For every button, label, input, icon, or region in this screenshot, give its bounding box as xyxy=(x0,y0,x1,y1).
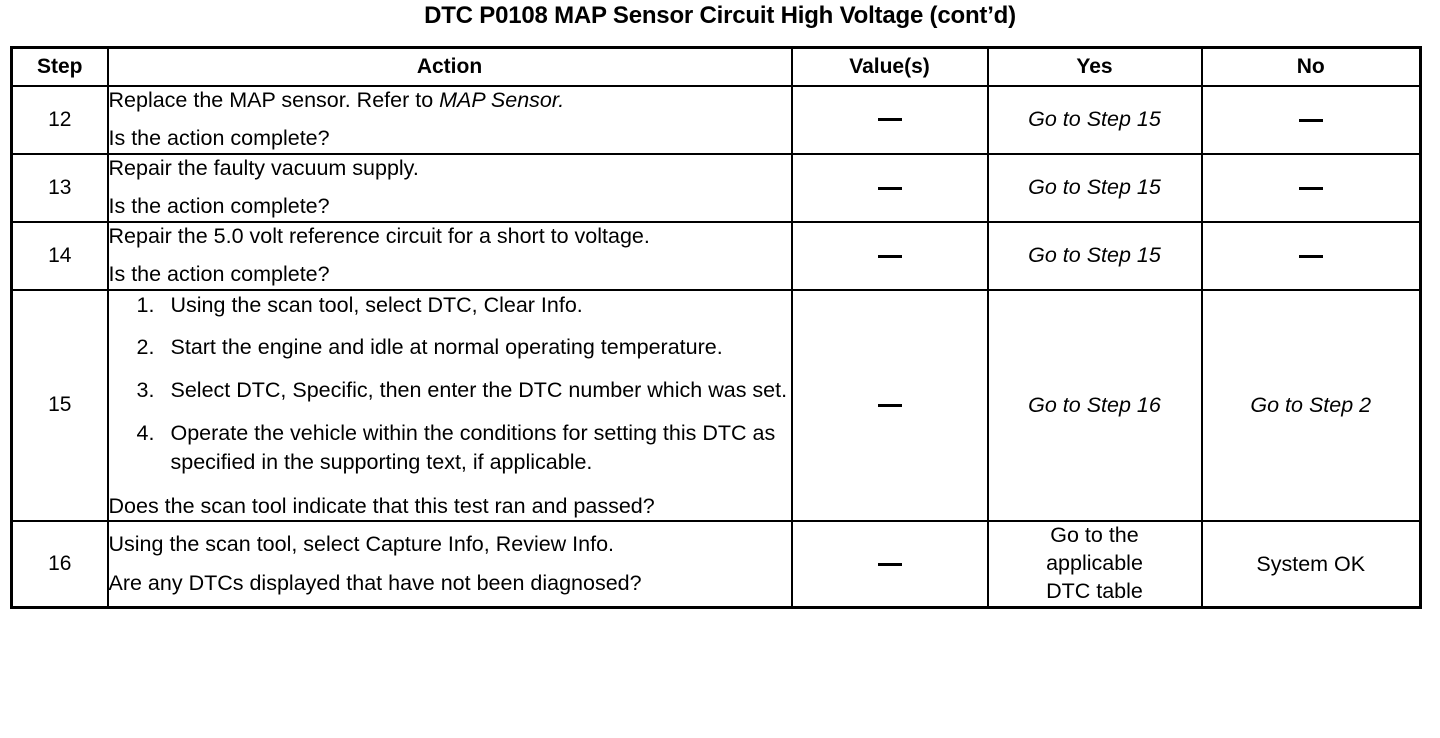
action-reference: MAP Sensor. xyxy=(439,87,565,112)
action-question: Is the action complete? xyxy=(108,194,330,219)
list-item-number: 4. xyxy=(136,420,155,445)
yes-cell: Go to the applicable DTC table xyxy=(986,520,1203,609)
value-cell xyxy=(790,220,989,291)
action-cell: Repair the faulty vacuum supply. Is the … xyxy=(106,152,793,223)
list-item: 4. Operate the vehicle within the conditi… xyxy=(109,419,791,477)
action-cell: Repair the 5.0 volt reference circuit fo… xyxy=(106,220,793,291)
list-item: 1. Using the scan tool, select DTC, Clear… xyxy=(109,291,791,320)
column-header-no: No xyxy=(1200,46,1422,87)
action-cell: Replace the MAP sensor. Refer to MAP Sen… xyxy=(106,84,793,155)
yes-action-text: Go to Step 15 xyxy=(1028,107,1161,132)
value-cell xyxy=(790,152,989,223)
list-item-text: Select DTC, Specific, then enter the DTC… xyxy=(170,378,788,403)
table-row: 14 Repair the 5.0 volt reference circuit… xyxy=(10,220,1422,291)
action-line: Repair the 5.0 volt reference circuit fo… xyxy=(108,223,650,248)
value-cell xyxy=(790,520,989,609)
action-cell: 1. Using the scan tool, select DTC, Clear… xyxy=(106,288,793,523)
yes-action-line: applicable xyxy=(1046,551,1143,576)
table-row: 16 Using the scan tool, select Capture I… xyxy=(10,520,1422,609)
step-number: 15 xyxy=(10,288,109,523)
no-cell xyxy=(1200,152,1422,223)
action-line: Replace the MAP sensor. Refer to MAP Sen… xyxy=(109,87,791,115)
step-number: 13 xyxy=(10,152,109,223)
yes-cell: Go to Step 16 xyxy=(986,288,1203,523)
action-question: Does the scan tool indicate that this te… xyxy=(108,493,655,518)
yes-action-text: Go to Step 16 xyxy=(1028,392,1161,417)
em-dash-mark xyxy=(877,404,902,408)
table-header-row: Step Action Value(s) Yes No xyxy=(10,46,1422,87)
table-row: 12 Replace the MAP sensor. Refer to MAP … xyxy=(10,84,1422,155)
list-item: 3. Select DTC, Specific, then enter the D… xyxy=(109,376,791,405)
no-action-text: Go to Step 2 xyxy=(1250,392,1372,417)
action-line: Repair the faulty vacuum supply. xyxy=(108,155,419,180)
no-cell: Go to Step 2 xyxy=(1200,288,1422,523)
em-dash-mark xyxy=(1298,254,1323,258)
yes-cell: Go to Step 15 xyxy=(986,220,1203,291)
em-dash-mark xyxy=(877,118,902,122)
em-dash-mark xyxy=(877,254,902,258)
list-item-number: 1. xyxy=(136,292,155,317)
diagnostic-table-container: Step Action Value(s) Yes No 12 Replace t… xyxy=(10,46,1422,609)
step-number: 12 xyxy=(10,84,109,155)
column-header-yes: Yes xyxy=(986,46,1203,87)
column-header-step: Step xyxy=(10,46,109,87)
action-question: Is the action complete? xyxy=(108,126,330,151)
step-number: 16 xyxy=(10,520,109,609)
list-item-number: 3. xyxy=(136,378,155,403)
list-item: 2. Start the engine and idle at normal op… xyxy=(109,333,791,362)
yes-cell: Go to Step 15 xyxy=(986,84,1203,155)
em-dash-mark xyxy=(877,186,902,190)
procedure-list: 1. Using the scan tool, select DTC, Clear… xyxy=(109,291,791,477)
em-dash-mark xyxy=(877,562,902,566)
value-cell xyxy=(790,288,989,523)
no-cell xyxy=(1200,220,1422,291)
action-question: Are any DTCs displayed that have not bee… xyxy=(108,570,642,595)
step-number: 14 xyxy=(10,220,109,291)
em-dash-mark xyxy=(1298,186,1323,190)
value-cell xyxy=(790,84,989,155)
list-item-text: Using the scan tool, select DTC, Clear I… xyxy=(170,292,583,317)
action-cell: Using the scan tool, select Capture Info… xyxy=(106,520,793,609)
list-item-text: Operate the vehicle within the condition… xyxy=(170,420,776,474)
table-row: 15 1. Using the scan tool, select DTC, Cl… xyxy=(10,288,1422,523)
action-line: Using the scan tool, select Capture Info… xyxy=(108,531,615,556)
action-text: Replace the MAP sensor. Refer to xyxy=(108,87,440,112)
yes-action-text: Go to Step 15 xyxy=(1028,243,1161,268)
table-row: 13 Repair the faulty vacuum supply. Is t… xyxy=(10,152,1422,223)
no-cell xyxy=(1200,84,1422,155)
list-item-number: 2. xyxy=(136,335,155,360)
list-item-text: Start the engine and idle at normal oper… xyxy=(170,335,723,360)
table-body: 12 Replace the MAP sensor. Refer to MAP … xyxy=(10,84,1422,609)
diagnostic-table: Step Action Value(s) Yes No 12 Replace t… xyxy=(10,46,1422,609)
yes-action-line: Go to the xyxy=(1050,523,1139,548)
no-cell: System OK xyxy=(1200,520,1422,609)
action-question: Is the action complete? xyxy=(108,262,330,287)
yes-action-line: DTC table xyxy=(1046,578,1143,603)
column-header-action: Action xyxy=(106,46,793,87)
table-header: Step Action Value(s) Yes No xyxy=(10,46,1422,87)
column-header-value: Value(s) xyxy=(790,46,989,87)
yes-action-text: Go to Step 15 xyxy=(1028,175,1161,200)
em-dash-mark xyxy=(1298,118,1323,122)
yes-cell: Go to Step 15 xyxy=(986,152,1203,223)
page-title: DTC P0108 MAP Sensor Circuit High Voltag… xyxy=(424,2,1016,29)
